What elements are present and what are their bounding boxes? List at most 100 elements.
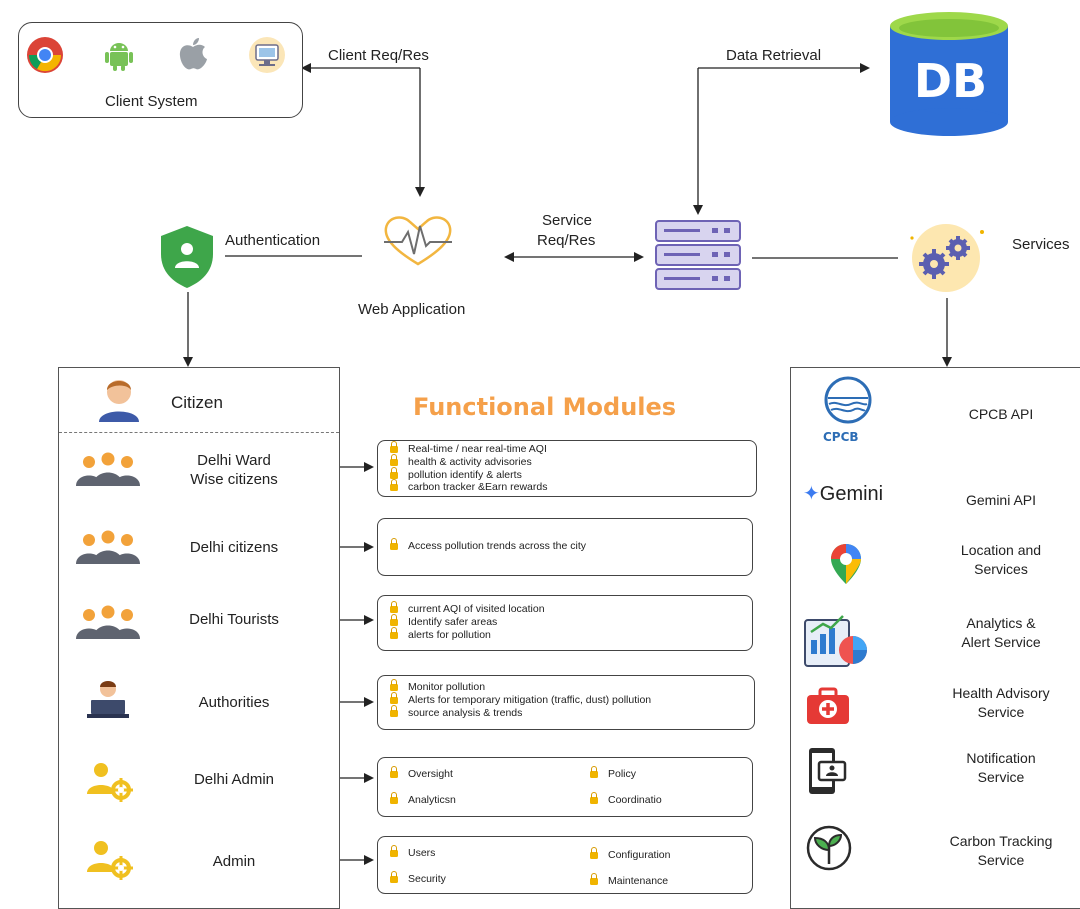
lock-icon <box>390 538 398 550</box>
lock-icon <box>390 601 398 613</box>
service-line: Carbon Tracking <box>949 833 1053 849</box>
services-label: Services <box>1012 236 1070 253</box>
module-item: Oversight <box>390 766 453 780</box>
module-item: Security <box>390 871 446 885</box>
lock-icon <box>390 454 398 466</box>
gears-icon <box>910 224 984 292</box>
lock-icon <box>590 766 598 778</box>
functional-modules-title: Functional Modules <box>413 393 677 421</box>
lock-icon <box>390 792 398 804</box>
service-line: Analytics & <box>966 615 1036 631</box>
heartbeat-icon <box>384 216 452 266</box>
service-line: Location and <box>960 542 1042 558</box>
service-analytics[interactable]: Analytics & Alert Service <box>921 614 1080 652</box>
gemini-logo: ✦Gemini <box>803 481 883 506</box>
client-system-label: Client System <box>105 93 198 110</box>
web-application-label: Web Application <box>358 301 466 318</box>
lock-icon <box>390 871 398 883</box>
module-item: Real-time / near real-time AQI <box>390 441 547 455</box>
service-line: Notification <box>966 750 1036 766</box>
module-item: Identify safer areas <box>390 614 497 628</box>
admin-gear-icon <box>87 841 133 880</box>
service-location[interactable]: Location and Services <box>921 541 1080 579</box>
role-delhi-admin[interactable]: Delhi Admin <box>169 770 299 789</box>
module-delhi-admin[interactable]: Oversight Policy Analyticsn Coordinatio <box>377 757 753 817</box>
role-delhi-citizens[interactable]: Delhi citizens <box>169 538 299 557</box>
module-item: Policy <box>590 766 636 780</box>
lock-icon <box>390 441 398 453</box>
laptop-user-icon <box>87 681 129 718</box>
service-line: Alert Service <box>961 634 1041 650</box>
module-authorities[interactable]: Monitor pollution Alerts for temporary m… <box>377 675 755 730</box>
service-req-label: Service <box>542 212 593 229</box>
lock-icon <box>590 873 598 885</box>
module-item: alerts for pollution <box>390 627 491 641</box>
map-pin-icon <box>831 544 861 584</box>
service-cpcb-api[interactable]: CPCB API <box>968 406 1034 422</box>
lock-icon <box>390 467 398 479</box>
service-line: Service <box>977 769 1025 785</box>
lock-icon <box>590 792 598 804</box>
module-item: Coordinatio <box>590 792 662 806</box>
lock-icon <box>390 705 398 717</box>
database-icon <box>890 12 1008 136</box>
module-item: Alerts for temporary mitigation (traffic… <box>390 692 651 706</box>
role-delhi-tourists[interactable]: Delhi Tourists <box>169 610 299 629</box>
plant-leaf-icon <box>806 825 852 871</box>
chrome-icon <box>27 37 63 73</box>
server-icon <box>655 220 741 290</box>
role-line: Delhi Tourists <box>189 611 279 628</box>
client-req-res-label: Client Req/Res <box>328 47 429 64</box>
lock-icon <box>390 692 398 704</box>
analytics-chart-icon <box>804 615 867 667</box>
module-ward-citizens[interactable]: Real-time / near real-time AQI health & … <box>377 440 757 497</box>
apple-icon <box>179 38 207 70</box>
module-item: Configuration <box>590 847 670 861</box>
role-admin[interactable]: Admin <box>169 852 299 871</box>
role-authorities[interactable]: Authorities <box>169 693 299 712</box>
data-retrieval-label: Data Retrieval <box>726 47 822 64</box>
authentication-label: Authentication <box>225 232 321 249</box>
module-item: Access pollution trends across the city <box>390 538 586 552</box>
module-item: health & activity advisories <box>390 454 532 468</box>
people-group-icon <box>76 530 140 564</box>
service-line: Service <box>977 704 1025 720</box>
shield-icon <box>161 226 213 288</box>
service-health-advisory[interactable]: Health Advisory Service <box>921 684 1080 722</box>
role-line: Wise citizens <box>190 471 278 488</box>
module-item: Analyticsn <box>390 792 456 806</box>
kiosk-icon <box>249 37 285 73</box>
module-item: Monitor pollution <box>390 679 485 693</box>
phone-notification-icon <box>809 748 847 794</box>
lock-icon <box>390 479 398 491</box>
android-icon <box>105 43 133 71</box>
service-res-label: Req/Res <box>537 232 596 249</box>
citizen-divider <box>59 432 339 433</box>
module-admin[interactable]: Users Configuration Security Maintenance <box>377 836 753 894</box>
gemini-logo-text: Gemini <box>819 483 884 505</box>
first-aid-icon <box>807 687 849 724</box>
client-system-box: Client System <box>18 22 303 118</box>
role-line: Delhi Admin <box>193 771 275 788</box>
role-line: Authorities <box>198 694 270 711</box>
module-item: source analysis & trends <box>390 705 522 719</box>
module-item: Maintenance <box>590 873 668 887</box>
people-group-icon <box>76 452 140 486</box>
service-gemini-api[interactable]: Gemini API <box>965 492 1037 508</box>
citizen-avatar-icon <box>99 380 139 422</box>
service-line: Health Advisory <box>952 685 1050 701</box>
module-delhi-citizens[interactable]: Access pollution trends across the city <box>377 518 753 576</box>
module-item: Users <box>390 845 435 859</box>
role-line: Admin <box>212 853 256 870</box>
role-delhi-ward[interactable]: Delhi Ward Wise citizens <box>169 451 299 489</box>
lock-icon <box>590 847 598 859</box>
gemini-sparkle-icon: ✦ <box>803 483 820 505</box>
db-label: DB <box>913 54 988 108</box>
service-carbon-tracking[interactable]: Carbon Tracking Service <box>921 832 1080 870</box>
service-notification[interactable]: Notification Service <box>921 749 1080 787</box>
service-line: Service <box>977 852 1025 868</box>
lock-icon <box>390 627 398 639</box>
module-delhi-tourists[interactable]: current AQI of visited location Identify… <box>377 595 753 651</box>
admin-gear-icon <box>87 763 133 802</box>
lock-icon <box>390 845 398 857</box>
